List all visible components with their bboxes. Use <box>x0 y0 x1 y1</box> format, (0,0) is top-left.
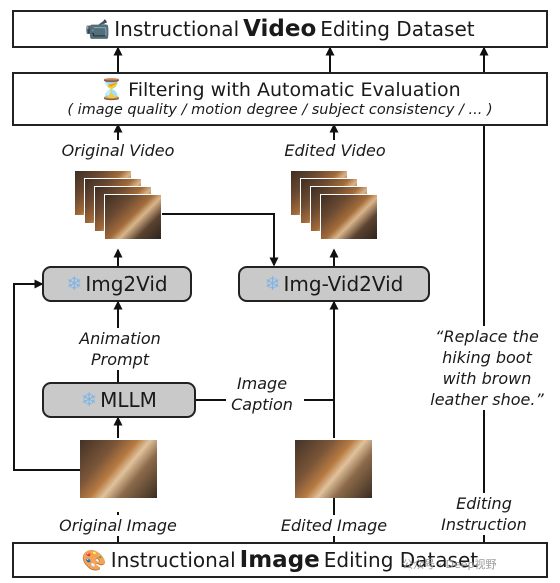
snowflake-icon: ❄ <box>264 273 281 295</box>
edited-image <box>295 440 372 498</box>
filtering-box: ⏳Filtering with Automatic Evaluation ( i… <box>12 72 548 126</box>
edited-video-frames <box>290 170 380 250</box>
arrow-origimg-loop-to-img2vid <box>13 279 80 471</box>
palette-icon: 🎨 <box>81 548 107 572</box>
img-vid2vid-box: ❄Img-Vid2Vid <box>238 266 430 302</box>
hourglass-icon: ⏳ <box>99 77 125 101</box>
original-video-frames <box>74 170 164 250</box>
edited-image-label: Edited Image <box>272 515 396 537</box>
video-dataset-box: 📹 Instructional Video Editing Dataset <box>12 10 548 48</box>
edited-video-label: Edited Video <box>284 141 386 160</box>
animation-prompt-label: Animation Prompt <box>62 328 178 371</box>
video-dataset-title: 📹 Instructional Video Editing Dataset <box>85 16 475 42</box>
video-frame <box>104 194 162 240</box>
instruction-quote: “Replace the hiking boot with brown leat… <box>420 326 554 411</box>
filtering-subtitle: ( image quality / motion degree / subjec… <box>67 102 493 118</box>
image-caption-label: Image Caption <box>231 374 293 415</box>
arrow-origvideo-to-imgvid2vid <box>162 213 279 267</box>
image-dataset-box: 🎨 Instructional Image Editing Dataset <box>12 542 548 578</box>
image-dataset-title: 🎨 Instructional Image Editing Dataset <box>81 547 479 573</box>
watermark: 公众号 · Deep视野 <box>402 558 497 571</box>
original-video-label: Original Video <box>61 141 175 160</box>
snowflake-icon: ❄ <box>81 389 98 411</box>
img2vid-box: ❄Img2Vid <box>42 266 192 302</box>
original-image <box>80 440 157 498</box>
editing-instruction-label: Editing Instruction <box>434 493 534 536</box>
video-frame <box>320 194 378 240</box>
filtering-title: ⏳Filtering with Automatic Evaluation <box>99 77 461 101</box>
video-camera-icon: 📹 <box>85 17 111 41</box>
original-image-label: Original Image <box>50 515 186 537</box>
snowflake-icon: ❄ <box>66 273 83 295</box>
mllm-box: ❄MLLM <box>42 382 196 418</box>
